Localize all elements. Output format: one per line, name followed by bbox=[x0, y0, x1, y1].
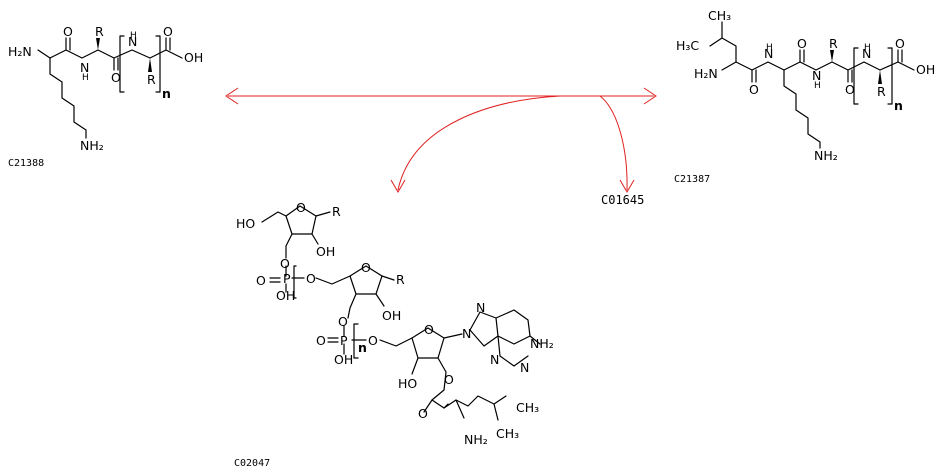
curved-arrow-to-c02047 bbox=[397, 95, 561, 191]
structure-c21387: CH₃ H₃C H₂N O N H O N H R O N H R O OH n… bbox=[674, 8, 935, 185]
atom-o: O bbox=[306, 271, 316, 286]
atom-o: O bbox=[338, 314, 348, 329]
atom-oh: OH bbox=[382, 308, 401, 323]
atom-o: O bbox=[256, 273, 266, 288]
atom-oh: OH bbox=[316, 244, 335, 259]
atom-n: N bbox=[476, 300, 485, 315]
atom-o: O bbox=[63, 24, 73, 39]
compound-id-c21387: C21387 bbox=[674, 174, 710, 185]
svg-text:H₂N: H₂N bbox=[8, 44, 32, 59]
atom-nh2: NH₂ bbox=[464, 432, 488, 447]
compound-id-c02047: C02047 bbox=[234, 458, 270, 469]
atom-h2n: H₂N bbox=[8, 44, 32, 59]
atom-o: O bbox=[316, 333, 326, 348]
atom-o: O bbox=[845, 82, 855, 97]
atom-r: R bbox=[147, 72, 156, 87]
arrowhead-left bbox=[225, 87, 239, 105]
atom-r: R bbox=[95, 24, 104, 39]
atom-oh: OH bbox=[916, 62, 935, 77]
repeat-n: n bbox=[162, 86, 171, 101]
atom-ho: HO bbox=[236, 216, 255, 231]
atom-r: R bbox=[877, 84, 886, 99]
atom-nh2: NH₂ bbox=[530, 336, 554, 351]
atom-oh: OH bbox=[334, 352, 353, 367]
atom-o: O bbox=[111, 70, 121, 85]
structure-c02047: HO O R OH O O P O OH O R OH O O P O OH n… bbox=[234, 200, 554, 469]
arrowhead-right bbox=[643, 87, 657, 105]
atom-ch3: CH₃ bbox=[496, 426, 519, 441]
atom-h3c: H₃C bbox=[676, 38, 699, 53]
atom-o: O bbox=[296, 200, 306, 215]
atom-h: H bbox=[766, 43, 773, 53]
svg-text:H₂N: H₂N bbox=[694, 66, 718, 81]
atom-n: N bbox=[490, 352, 499, 367]
atom-n: N bbox=[764, 46, 773, 61]
atom-nh2: NH₂ bbox=[814, 148, 838, 163]
compound-id-c21388: C21388 bbox=[8, 158, 44, 169]
repeat-n: n bbox=[894, 98, 903, 113]
atom-o: O bbox=[361, 260, 371, 275]
svg-text:H₃C: H₃C bbox=[676, 38, 699, 53]
atom-o: O bbox=[418, 406, 428, 421]
atom-h: H bbox=[82, 73, 89, 83]
atom-o: O bbox=[749, 82, 759, 97]
compound-id-c01645: C01645 bbox=[601, 193, 644, 207]
atom-nh2: NH₂ bbox=[80, 138, 104, 153]
svg-text:CH₃: CH₃ bbox=[708, 8, 731, 23]
atom-h2n: H₂N bbox=[694, 66, 718, 81]
atom-n: N bbox=[80, 60, 89, 75]
atom-n: N bbox=[520, 360, 529, 375]
atom-p: P bbox=[283, 271, 291, 286]
arrowhead-down-c01645 bbox=[619, 179, 635, 193]
atom-h: H bbox=[130, 31, 137, 41]
atom-n: N bbox=[462, 326, 471, 341]
atom-h: H bbox=[814, 81, 821, 91]
atom-o: O bbox=[163, 24, 173, 39]
atom-o: O bbox=[444, 372, 454, 387]
atom-o: O bbox=[895, 36, 905, 51]
atom-p: P bbox=[340, 333, 348, 348]
repeat-n: n bbox=[358, 340, 367, 355]
atom-r: R bbox=[829, 36, 838, 51]
atom-ch3: CH₃ bbox=[708, 8, 731, 23]
atom-oh: OH bbox=[276, 288, 295, 303]
atom-h: H bbox=[864, 43, 871, 53]
atom-o: O bbox=[368, 333, 378, 348]
atom-oh: OH bbox=[184, 50, 203, 65]
reaction-arrows bbox=[225, 87, 657, 193]
atom-n: N bbox=[128, 34, 137, 49]
atom-r: R bbox=[332, 204, 341, 219]
arrowhead-down-c02047 bbox=[390, 179, 406, 193]
atom-o: O bbox=[797, 36, 807, 51]
atom-o: O bbox=[424, 322, 434, 337]
atom-n: N bbox=[812, 68, 821, 83]
atom-ho: HO bbox=[398, 376, 417, 391]
curved-arrow-to-c01645 bbox=[599, 95, 628, 191]
atom-ch3: CH₃ bbox=[516, 400, 539, 415]
atom-n: N bbox=[862, 46, 871, 61]
atom-r: R bbox=[396, 272, 405, 287]
structure-c21388: H₂N O N H R O N H R O OH n NH₂ C21388 bbox=[8, 24, 203, 169]
atom-o: O bbox=[280, 256, 290, 271]
